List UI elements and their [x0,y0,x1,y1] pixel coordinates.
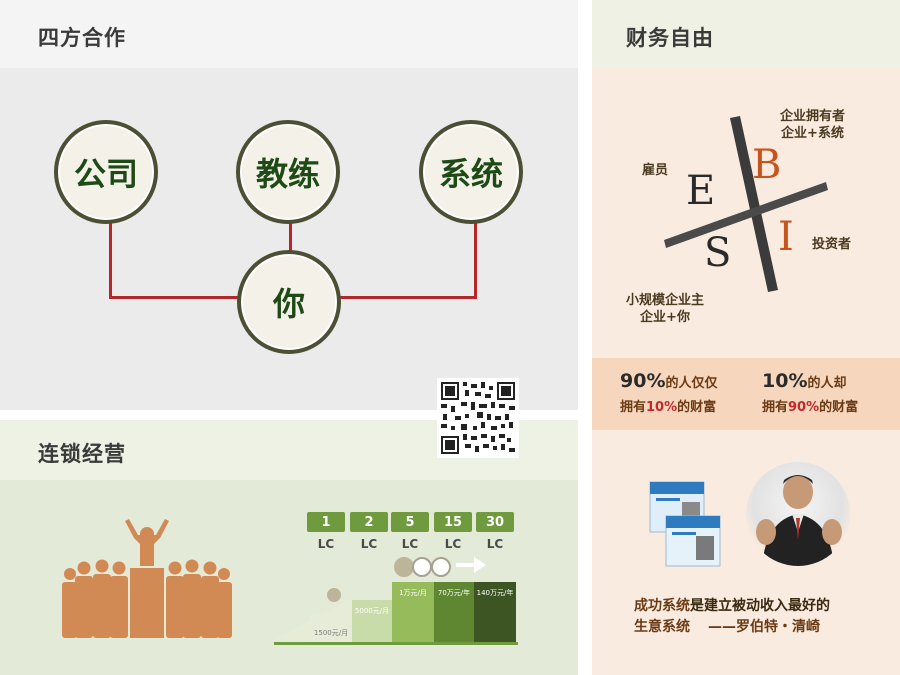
quote-author: ——罗伯特・清崎 [708,619,820,635]
stat-highlight: 10% [646,400,678,415]
step-count-badge: 15 [434,512,472,532]
arrow-right-icon [456,557,486,573]
stat-text: 的财富 [677,400,717,415]
book-cover-icon [649,481,721,567]
step-lc-label: LC [401,537,419,551]
stat-text: 的人却 [807,376,847,391]
connector-line [289,218,292,256]
connector-line [109,218,112,298]
income-bar-label: 140万元/年 [476,589,514,597]
progress-ring [431,557,451,577]
stat-block: 10%的人却 拥有90%的财富 [762,370,858,419]
step-lc-label: LC [360,537,378,551]
label-business-owner: 企业拥有者 企业+系统 [780,108,845,142]
circle-you: 你 [237,250,341,354]
income-bar-label: 70万元/年 [437,589,471,597]
quadrant-letter-s: S [704,230,732,276]
label-line: 小规模企业主 [626,293,705,308]
person-silhouette [756,475,842,566]
stat-text: 拥有 [762,400,789,415]
income-bar: 140万元/年 [474,582,516,642]
panel-four-way-cooperation: 四方合作 公司 教练 系统 你 [0,0,578,410]
quote-line-1: 成功系统是建立被动收入最好的 [634,596,830,617]
step-count-badge: 30 [476,512,514,532]
income-bar: 1万元/月 [392,582,434,642]
stat-text: 的财富 [819,400,859,415]
label-investor: 投资者 [812,237,852,252]
stat-block: 90%的人仅仅 拥有10%的财富 [620,370,718,419]
income-bar-label: 1500元/月 [313,629,349,637]
stat-text: 的人仅仅 [665,376,718,391]
label-line: 企业+你 [640,310,690,325]
stat-line: 10%的人却 [762,370,858,395]
circle-coach: 教练 [236,120,340,224]
step-lc-label: LC [486,537,504,551]
step-count-badge: 5 [391,512,429,532]
stat-line: 拥有10%的财富 [620,395,718,419]
panel-divider [0,410,578,420]
wealth-stats-band [592,358,900,430]
ebsi-quadrant-diagram [664,116,828,292]
quote-text: 成功系统 [634,598,690,614]
income-bar-label: 1万元/月 [399,589,427,597]
staircase-baseline [274,642,518,645]
income-bar: 1500元/月 [310,614,352,642]
quote-text: 生意系统 [634,619,690,635]
label-employee: 雇员 [642,163,669,178]
stat-percent: 10% [762,370,808,392]
circle-system: 系统 [419,120,523,224]
quadrant-letter-b: B [752,142,782,188]
panel-title: 财务自由 [626,26,714,50]
people-podium-icon [62,519,232,638]
qr-code-icon[interactable] [437,378,519,458]
label-line: 企业+系统 [781,126,844,141]
quote-text: 是建立被动收入最好的 [690,598,830,614]
panel-header-band [592,0,900,68]
quadrant-letter-i: I [778,214,794,260]
panel-title: 连锁经营 [38,442,126,466]
step-count-badge: 2 [350,512,388,532]
step-count-badge: 1 [307,512,345,532]
staircase-chart: 1500元/月 5000元/月 1万元/月 70万元/年 140万元/年 [274,570,518,645]
panel-title: 四方合作 [38,26,126,50]
label-small-business: 小规模企业主 企业+你 [626,292,704,326]
step-lc-label: LC [317,537,335,551]
panel-financial-freedom: 财务自由 E B S I 雇员 企业拥有者 企业+系统 投资者 小规模企业主 企… [592,0,900,675]
income-bar: 5000元/月 [352,600,392,642]
circle-company: 公司 [54,120,158,224]
stat-line: 拥有90%的财富 [762,395,858,419]
panel-header-band [0,0,578,68]
panel-chain-operation: 连锁经营 1 2 5 15 30 LC LC LC LC LC [0,420,578,675]
portrait-photo [746,462,850,566]
label-line: 企业拥有者 [780,109,846,124]
stat-line: 90%的人仅仅 [620,370,718,395]
income-bar-label: 5000元/月 [354,607,390,615]
step-lc-label: LC [444,537,462,551]
income-bar: 70万元/年 [434,582,474,642]
quote-line-2: 生意系统 ——罗伯特・清崎 [634,617,820,638]
stat-percent: 90% [620,370,666,392]
stat-text: 拥有 [620,400,647,415]
stat-highlight: 90% [788,400,820,415]
quadrant-letter-e: E [686,168,716,214]
progress-dot [327,588,341,602]
connector-line [474,218,477,298]
